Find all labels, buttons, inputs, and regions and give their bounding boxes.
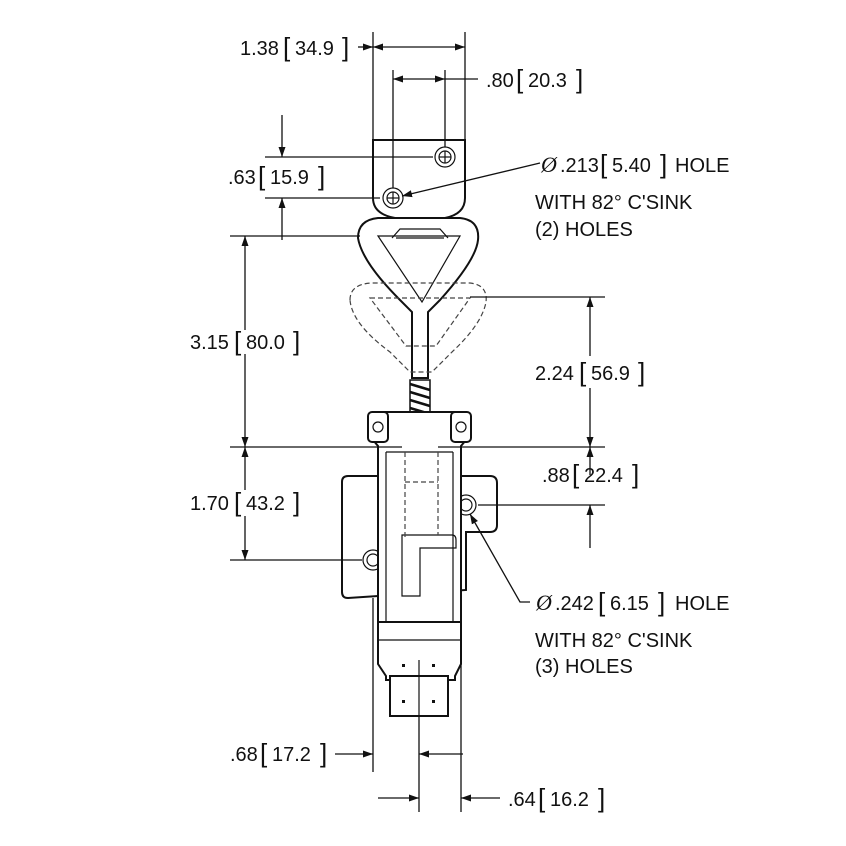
dim-adjust-range: 2.24 [ 56.9 ]: [535, 357, 645, 387]
svg-text:43.2: 43.2: [246, 493, 285, 515]
svg-text:WITH 82° C'SINK: WITH 82° C'SINK: [535, 192, 693, 214]
svg-text:1.70: 1.70: [190, 493, 229, 515]
svg-text:]: ]: [598, 783, 605, 813]
svg-text:(2) HOLES: (2) HOLES: [535, 219, 633, 241]
svg-text:15.9: 15.9: [270, 167, 309, 189]
handle: [377, 621, 462, 717]
svg-text:.242: .242: [555, 593, 594, 615]
dim-open-travel: 3.15 [ 80.0 ]: [190, 326, 300, 356]
svg-text:.88: .88: [542, 465, 570, 487]
latch-body: [367, 411, 472, 623]
svg-text:6.15: 6.15: [610, 593, 649, 615]
svg-text:]: ]: [342, 32, 349, 62]
svg-text:]: ]: [576, 64, 583, 94]
extension-lines: [230, 32, 605, 812]
svg-text:.80: .80: [486, 70, 514, 92]
svg-text:]: ]: [293, 487, 300, 517]
svg-text:2.24: 2.24: [535, 363, 574, 385]
svg-text:HOLE: HOLE: [675, 593, 729, 615]
svg-text:[: [: [579, 357, 587, 387]
svg-text:20.3: 20.3: [528, 70, 567, 92]
svg-text:]: ]: [660, 149, 667, 179]
svg-text:.64: .64: [508, 789, 536, 811]
svg-text:(3) HOLES: (3) HOLES: [535, 656, 633, 678]
svg-text:22.4: 22.4: [584, 465, 623, 487]
svg-text:]: ]: [638, 357, 645, 387]
svg-text:[: [: [283, 32, 291, 62]
dim-body-height: 1.70 [ 43.2 ]: [190, 487, 300, 517]
svg-text:.213: .213: [560, 155, 599, 177]
svg-text:WITH 82° C'SINK: WITH 82° C'SINK: [535, 630, 693, 652]
svg-text:]: ]: [318, 161, 325, 191]
svg-text:56.9: 56.9: [591, 363, 630, 385]
svg-text:.68: .68: [230, 744, 258, 766]
svg-text:5.40: 5.40: [612, 155, 651, 177]
svg-text:16.2: 16.2: [550, 789, 589, 811]
dim-handle-offset-left: .68 [ 17.2 ]: [230, 738, 327, 768]
svg-text:]: ]: [658, 587, 665, 617]
svg-text:.63: .63: [228, 167, 256, 189]
svg-text:]: ]: [320, 738, 327, 768]
dimension-arrows: [241, 43, 594, 802]
note-top-hole: Ø .213 [ 5.40 ] HOLE WITH 82° C'SINK (2)…: [535, 149, 729, 241]
dim-width-top: 1.38 [ 34.9 ]: [240, 32, 349, 62]
svg-text:[: [: [572, 459, 580, 489]
svg-text:3.15: 3.15: [190, 332, 229, 354]
dim-body-hole-offset: .88 [ 22.4 ]: [542, 459, 639, 489]
svg-text:Ø: Ø: [540, 152, 558, 177]
wire-loop-open-phantom: [349, 282, 487, 373]
keeper-plate: [372, 139, 466, 219]
svg-text:[: [: [600, 149, 608, 179]
svg-text:HOLE: HOLE: [675, 155, 729, 177]
dim-hole-offset-top: .63 [ 15.9 ]: [228, 161, 325, 191]
svg-text:1.38: 1.38: [240, 38, 279, 60]
svg-text:17.2: 17.2: [272, 744, 311, 766]
svg-text:]: ]: [293, 326, 300, 356]
svg-text:[: [: [234, 326, 242, 356]
svg-text:[: [: [258, 161, 266, 191]
svg-text:[: [: [516, 64, 524, 94]
svg-text:[: [: [234, 487, 242, 517]
svg-text:[: [: [260, 738, 268, 768]
dim-hole-spacing-top: .80 [ 20.3 ]: [486, 64, 583, 94]
svg-text:[: [: [538, 783, 546, 813]
svg-text:34.9: 34.9: [295, 38, 334, 60]
svg-text:]: ]: [632, 459, 639, 489]
svg-text:[: [: [598, 587, 606, 617]
dim-handle-width: .64 [ 16.2 ]: [508, 783, 605, 813]
svg-text:80.0: 80.0: [246, 332, 285, 354]
note-body-hole: Ø .242 [ 6.15 ] HOLE WITH 82° C'SINK (3)…: [535, 587, 729, 678]
svg-text:Ø: Ø: [535, 590, 553, 615]
